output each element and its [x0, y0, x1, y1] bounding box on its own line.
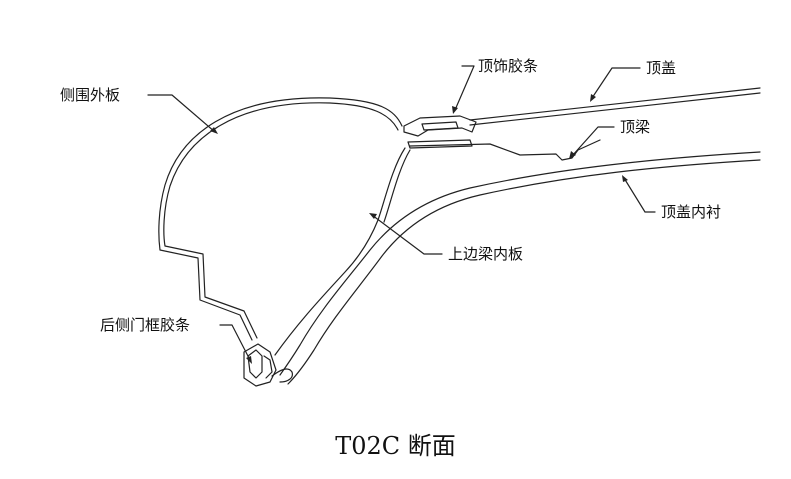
leader-roof — [591, 67, 641, 99]
arrowhead-roof — [590, 94, 596, 102]
leader-door-seal — [219, 324, 251, 361]
arrowhead-upper-rail-inner — [369, 213, 377, 219]
label-roof-beam: 顶梁 — [620, 118, 651, 136]
upper-rail-inner-panel — [274, 147, 406, 356]
leader-upper-rail-inner — [371, 214, 443, 255]
roof-molding-core — [421, 121, 459, 131]
arrowhead-side-outer-panel — [210, 127, 218, 134]
upper-rail-inner-panel-edge — [383, 149, 411, 223]
label-roof-molding: 顶饰胶条 — [478, 57, 539, 75]
label-side-outer-panel: 侧围外板 — [60, 86, 121, 104]
label-roof: 顶盖 — [646, 59, 677, 77]
leader-roof-molding — [454, 65, 475, 111]
arrowhead-roof-molding — [452, 106, 458, 114]
leader-roof-beam — [571, 126, 615, 157]
door-seal-fold-2 — [263, 355, 273, 379]
side-outer-panel — [158, 97, 403, 341]
label-door-seal: 后侧门框胶条 — [100, 316, 191, 334]
label-headliner: 顶盖内衬 — [661, 203, 722, 221]
headliner-lower — [287, 159, 761, 385]
section-caption: T02C 断面 — [335, 432, 456, 460]
side-outer-panel-inner-edge — [163, 102, 399, 339]
label-upper-rail-inner: 上边梁内板 — [448, 245, 524, 263]
roof-molding-base — [407, 139, 473, 149]
arrowhead-headliner — [622, 175, 628, 182]
leader-side-outer-panel — [147, 94, 216, 133]
arrowhead-roof-beam — [569, 151, 576, 159]
headliner-upper — [279, 151, 761, 376]
roof-panel — [469, 87, 761, 126]
arrowhead-door-seal — [246, 356, 252, 364]
door-seal-fold-1 — [247, 349, 263, 379]
leader-headliner — [623, 177, 656, 213]
roof-molding — [403, 115, 477, 137]
roof-beam — [409, 139, 601, 161]
door-seal-lip — [271, 368, 293, 383]
